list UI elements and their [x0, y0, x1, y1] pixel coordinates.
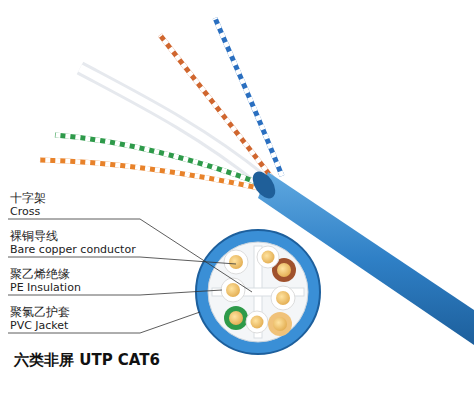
jacket-end	[248, 168, 280, 203]
green-pair	[55, 135, 264, 185]
leader-lines	[8, 219, 252, 333]
blue-pair	[215, 18, 282, 176]
part-name-chinese: 十字架	[10, 191, 46, 205]
cross-section-inner	[208, 242, 308, 342]
cross-separator	[212, 246, 304, 338]
part-name-chinese: 聚乙烯绝缘	[10, 267, 70, 281]
green-pair	[55, 135, 264, 185]
caption: 六类非屏 UTP CAT6	[14, 351, 160, 369]
insulated-conductors	[221, 246, 296, 336]
part-name-english: PVC Jacket	[10, 319, 68, 332]
part-name-english: Cross	[10, 205, 40, 218]
part-name-english: Bare copper conductor	[10, 243, 136, 256]
part-name-chinese: 聚氯乙护套	[10, 305, 70, 319]
part-name-chinese: 裸铜导线	[10, 229, 58, 243]
part-name-english: PE Insulation	[10, 281, 81, 294]
cross-section-jacket	[196, 230, 320, 354]
blue-pair	[215, 18, 282, 176]
leader-line	[8, 257, 236, 264]
